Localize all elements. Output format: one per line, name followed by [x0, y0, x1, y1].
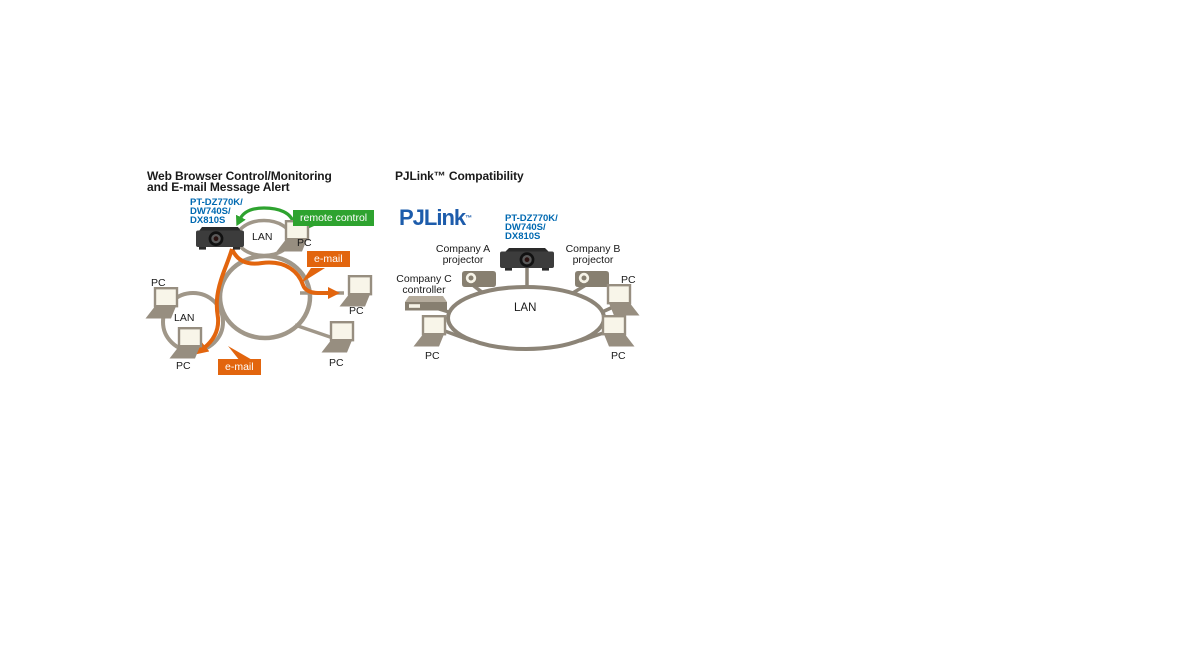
model-line-2: DW740S/	[505, 222, 546, 233]
right-diagram-title: PJLink™ Compatibility	[395, 169, 524, 183]
pjlink-logo-tm: ™	[465, 215, 473, 222]
model-line-1: PT-DZ770K/	[505, 213, 558, 224]
laptop-pc-icon	[413, 315, 447, 348]
left-diagram-title-line2: and E-mail Message Alert	[147, 180, 290, 194]
model-line-3: DX810S	[505, 231, 541, 242]
laptop-pc-icon	[169, 327, 203, 360]
left-lan-top-label: LAN	[252, 231, 273, 243]
laptop-pc-icon	[601, 315, 635, 348]
company-a-line1: Company A	[435, 243, 491, 255]
company-projector-icon	[459, 269, 499, 289]
laptop-pc-icon	[606, 284, 640, 317]
left-diagram-title-line1: Web Browser Control/Monitoring	[147, 169, 332, 183]
right-pc-bottom-left-label: PC	[425, 350, 440, 362]
laptop-pc-icon	[321, 321, 355, 354]
pjlink-logo: PJLink™	[399, 207, 472, 229]
company-c-line2: controller	[402, 284, 446, 296]
right-lan-label: LAN	[514, 302, 537, 314]
right-projector-model-label: PT-DZ770K/ DW740S/ DX810S	[505, 213, 558, 242]
projector-icon	[195, 224, 245, 251]
model-line-1: PT-DZ770K/	[190, 197, 243, 208]
laptop-pc-icon	[145, 287, 179, 320]
remote-control-callout: remote control	[293, 210, 375, 226]
left-network-rings	[161, 218, 344, 353]
left-pc-left-top-label: PC	[151, 277, 166, 289]
email-top-callout-tail	[301, 268, 325, 283]
left-pc-bottom-right-label: PC	[329, 357, 344, 369]
company-a-line2: projector	[442, 254, 484, 266]
model-line-3: DX810S	[190, 215, 226, 226]
left-lan-left-label: LAN	[174, 312, 195, 324]
company-b-label: Company B projector	[556, 244, 630, 266]
email-bottom-callout: e-mail	[218, 359, 261, 375]
model-line-2: DW740S/	[190, 206, 231, 217]
right-pc-bottom-right-label: PC	[611, 350, 626, 362]
company-c-label: Company C controller	[390, 274, 458, 296]
right-pc-top-right-label: PC	[621, 274, 636, 286]
company-c-line1: Company C	[396, 273, 452, 285]
left-pc-left-bottom-label: PC	[176, 360, 191, 372]
left-pc-right-label: PC	[349, 305, 364, 317]
projector-icon	[499, 245, 555, 272]
laptop-pc-icon	[339, 275, 373, 308]
left-projector-model-label: PT-DZ770K/ DW740S/ DX810S	[190, 197, 243, 226]
email-flow-arrows	[196, 248, 340, 361]
company-b-line1: Company B	[565, 243, 621, 255]
company-a-label: Company A projector	[426, 244, 500, 266]
company-b-line2: projector	[572, 254, 614, 266]
email-top-callout: e-mail	[307, 251, 350, 267]
email-bottom-callout-tail	[228, 346, 254, 361]
pjlink-logo-text: PJLink	[399, 205, 466, 230]
left-pc-top-label: PC	[297, 237, 312, 249]
controller-icon	[402, 294, 448, 313]
right-lan-ring	[446, 285, 606, 351]
company-projector-icon	[572, 269, 612, 289]
